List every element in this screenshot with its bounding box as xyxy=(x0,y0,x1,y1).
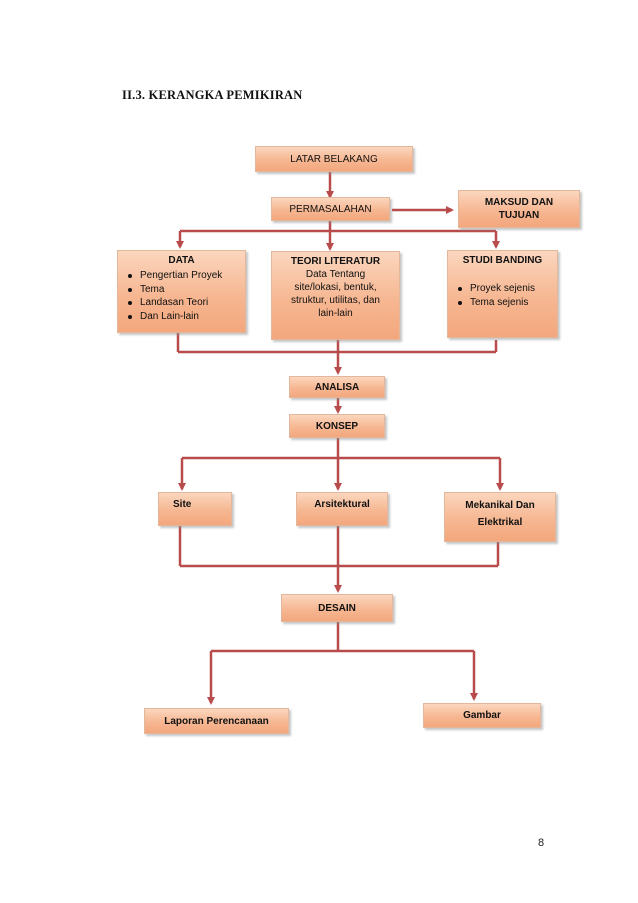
node-maksud-line2: TUJUAN xyxy=(498,210,540,221)
node-latar-belakang: LATAR BELAKANG xyxy=(255,146,413,172)
node-teori-title: TEORI LITERATUR xyxy=(290,256,381,267)
node-site: Site xyxy=(158,492,232,526)
node-data-list: Pengertian Proyek Tema Landasan Teori Da… xyxy=(122,269,241,323)
node-teori-line3: struktur, utilitas, dan xyxy=(291,295,380,306)
node-data: DATA Pengertian Proyek Tema Landasan Teo… xyxy=(117,250,246,333)
list-item: Proyek sejenis xyxy=(458,282,553,296)
node-arsitektural-label: Arsitektural xyxy=(314,499,370,510)
node-mekanikal-line1: Mekanikal Dan xyxy=(465,500,535,511)
node-mekanikal-line2: Elektrikal xyxy=(477,517,523,528)
node-data-title: DATA xyxy=(168,255,195,266)
node-laporan-label: Laporan Perencanaan xyxy=(164,715,269,727)
node-studi-banding: STUDI BANDING Proyek sejenis Tema sejeni… xyxy=(447,250,558,338)
node-teori-line4: lain-lain xyxy=(318,308,353,319)
node-analisa: ANALISA xyxy=(289,376,385,398)
node-gambar: Gambar xyxy=(423,703,541,728)
list-item: Dan Lain-lain xyxy=(128,310,241,324)
node-gambar-label: Gambar xyxy=(463,710,501,721)
node-studi-title: STUDI BANDING xyxy=(462,255,543,266)
node-latar-belakang-label: LATAR BELAKANG xyxy=(290,153,378,165)
node-maksud-line1: MAKSUD DAN xyxy=(484,197,554,208)
node-konsep-label: KONSEP xyxy=(315,420,359,432)
node-konsep: KONSEP xyxy=(289,414,385,438)
list-item: Pengertian Proyek xyxy=(128,269,241,283)
node-permasalahan-label: PERMASALAHAN xyxy=(289,203,372,215)
page-heading: II.3. KERANGKA PEMIKIRAN xyxy=(122,88,303,102)
node-teori-literatur: TEORI LITERATUR Data Tentang site/lokasi… xyxy=(271,251,400,340)
node-permasalahan: PERMASALAHAN xyxy=(271,197,390,221)
node-mekanikal-elektrikal: Mekanikal Dan Elektrikal xyxy=(444,492,556,542)
node-teori-line2: site/lokasi, bentuk, xyxy=(294,282,377,293)
node-laporan-perencanaan: Laporan Perencanaan xyxy=(144,708,289,734)
page-number: 8 xyxy=(538,837,545,849)
node-teori-line1: Data Tentang xyxy=(305,269,366,280)
node-site-label: Site xyxy=(173,499,192,510)
node-desain-label: DESAIN xyxy=(318,602,356,614)
node-analisa-label: ANALISA xyxy=(314,381,360,393)
node-arsitektural: Arsitektural xyxy=(296,492,388,526)
node-studi-list: Proyek sejenis Tema sejenis xyxy=(452,282,553,309)
list-item: Tema xyxy=(128,283,241,297)
node-maksud-tujuan: MAKSUD DAN TUJUAN xyxy=(458,190,580,228)
list-item: Tema sejenis xyxy=(458,296,553,310)
list-item: Landasan Teori xyxy=(128,296,241,310)
node-desain: DESAIN xyxy=(281,594,393,622)
